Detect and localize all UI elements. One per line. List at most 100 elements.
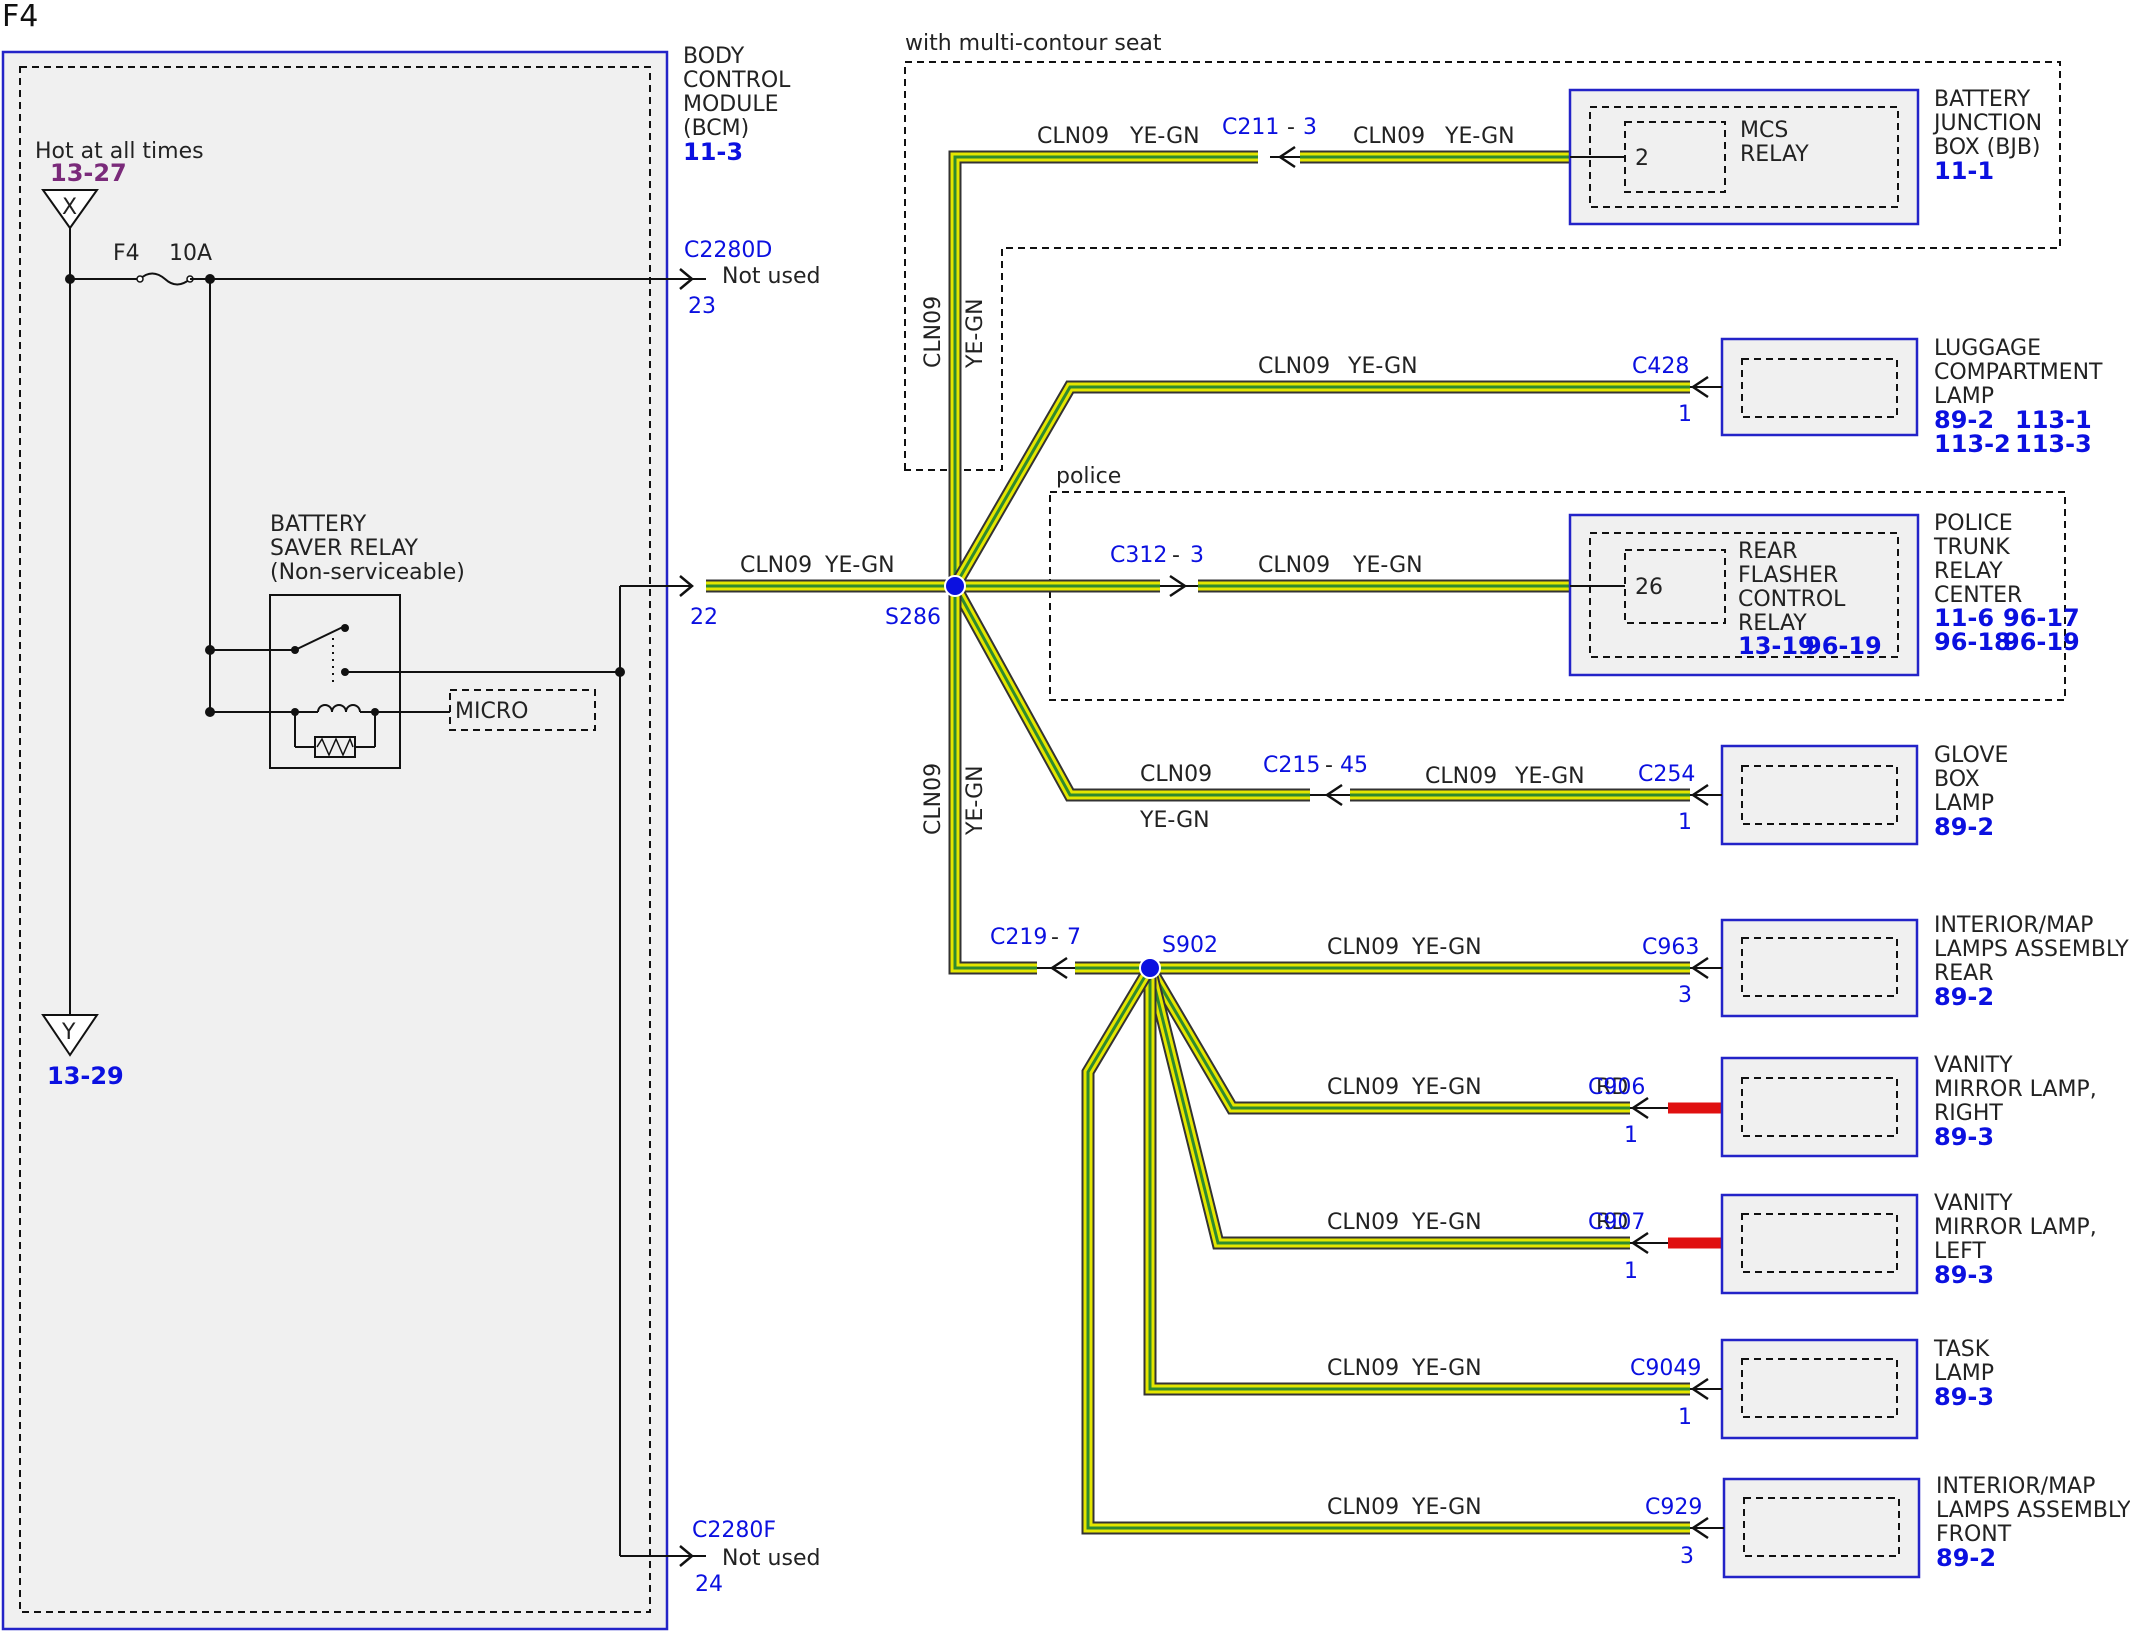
relay-switch-contact-top [341, 624, 349, 632]
vanity-right-ref[interactable]: 89-3 [1934, 1123, 1994, 1151]
micro-label: MICRO [455, 699, 528, 724]
inline-connector-c312[interactable]: C312 - 3 [1110, 543, 1204, 598]
wire-label-color-5: YE-GN [1352, 553, 1423, 578]
component-interior-map-rear[interactable]: C963 3 INTERIOR/MAP LAMPS ASSEMBLY, REAR… [1642, 913, 2130, 1018]
vanity-left-ref[interactable]: 89-3 [1934, 1261, 1994, 1289]
vertical-label-color-upper: YE-GN [963, 298, 988, 369]
y-ref-link[interactable]: 13-29 [47, 1062, 124, 1090]
component-luggage-lamp[interactable]: C428 1 LUGGAGE COMPARTMENT LAMP 89-2 113… [1632, 336, 2103, 458]
c2280f-connector[interactable]: C2280F [692, 1518, 776, 1543]
relay-switch-junction [205, 645, 215, 655]
bus-junction-dot [65, 274, 75, 284]
interior-rear-connector[interactable]: C963 [1642, 935, 1699, 960]
multi-contour-option-outline [904, 61, 2061, 471]
interior-front-pin: 3 [1680, 1544, 1694, 1569]
rear-flasher-line-2: FLASHER [1738, 563, 1838, 588]
wire-label-circuit-7: CLN09 [1425, 764, 1497, 789]
luggage-ref-2[interactable]: 113-1 [2015, 406, 2092, 434]
interior-front-connector[interactable]: C929 [1645, 1495, 1702, 1520]
task-ref[interactable]: 89-3 [1934, 1383, 1994, 1411]
luggage-ref-3[interactable]: 113-2 [1934, 430, 2011, 458]
hot-ref-link[interactable]: 13-27 [50, 159, 127, 187]
wire-label-circuit-8: CLN09 [1327, 935, 1399, 960]
wire-label-color-7: YE-GN [1514, 764, 1585, 789]
c312-dash: - [1172, 543, 1180, 568]
interior-rear-box [1720, 918, 1919, 1018]
bcm-name-line-3: MODULE [683, 92, 779, 117]
bjb-name-line-1: BATTERY [1934, 87, 2031, 112]
luggage-ref-1[interactable]: 89-2 [1934, 406, 1994, 434]
c312-connector[interactable]: C312 [1110, 543, 1167, 568]
interior-front-name-line-1: INTERIOR/MAP [1936, 1474, 2095, 1499]
vanity-right-inner-outline [1741, 1077, 1898, 1137]
component-glove-box-lamp[interactable]: C254 1 GLOVE BOX LAMP 89-2 [1638, 743, 2008, 846]
glovebox-pin: 1 [1678, 810, 1692, 835]
luggage-ref-4[interactable]: 113-3 [2015, 430, 2092, 458]
police-ref-2[interactable]: 96-17 [2003, 604, 2080, 632]
splice-s286-label: S286 [885, 605, 941, 630]
splice-s286[interactable] [944, 575, 966, 597]
component-task-lamp[interactable]: C9049 1 TASK LAMP 89-3 [1630, 1337, 1994, 1440]
glovebox-name-line-3: LAMP [1934, 791, 1994, 816]
glovebox-arrow-icon [1690, 783, 1709, 807]
page-label: F4 [2, 0, 38, 34]
c219-connector[interactable]: C219 [990, 925, 1047, 950]
rear-flasher-ref-2[interactable]: 96-19 [1805, 632, 1882, 660]
vanity-right-connector[interactable]: C906 [1588, 1075, 1645, 1100]
interior-front-ref[interactable]: 89-2 [1936, 1544, 1996, 1572]
vanity-left-box [1720, 1193, 1919, 1295]
bcm-inner-outline [19, 66, 651, 1613]
vanity-left-connector[interactable]: C907 [1588, 1210, 1645, 1235]
police-option-outline [1049, 491, 2066, 701]
component-bjb[interactable]: 2 MCS RELAY BATTERY JUNCTION BOX (BJB) 1… [1568, 87, 2042, 226]
bjb-ref-link[interactable]: 11-1 [1934, 157, 1994, 185]
relay-coil-icon [317, 704, 361, 713]
splice-s902[interactable] [1139, 957, 1161, 979]
task-connector[interactable]: C9049 [1630, 1356, 1701, 1381]
wire-label-color-4: YE-GN [824, 553, 895, 578]
micro-box [449, 689, 596, 731]
wire-label-circuit-6: CLN09 [1140, 762, 1212, 787]
component-interior-map-front[interactable]: C929 3 INTERIOR/MAP LAMPS ASSEMBLY, FRON… [1645, 1474, 2130, 1579]
wire-label-color-8: YE-GN [1411, 935, 1482, 960]
wire-label-color-6: YE-GN [1139, 808, 1210, 833]
c2280f-status: Not used [722, 1546, 820, 1571]
luggage-name-line-1: LUGGAGE [1934, 336, 2041, 361]
luggage-connector[interactable]: C428 [1632, 354, 1689, 379]
mcs-relay-pin: 2 [1635, 146, 1649, 171]
bcm-ref-link[interactable]: 11-3 [683, 138, 743, 166]
bjb-name-line-2: JUNCTION [1932, 111, 2042, 136]
hot-at-all-times-label: Hot at all times [35, 139, 204, 164]
glovebox-ref[interactable]: 89-2 [1934, 813, 1994, 841]
inline-connector-c215[interactable]: C215 - 45 [1263, 753, 1368, 807]
inline-connector-c211[interactable]: C211 - 3 [1222, 115, 1317, 169]
glovebox-box [1720, 744, 1919, 846]
c211-pin: 3 [1303, 115, 1317, 140]
c215-pin: 45 [1340, 753, 1368, 778]
c211-connector[interactable]: C211 [1222, 115, 1279, 140]
police-ref-3[interactable]: 96-18 [1934, 628, 2011, 656]
c312-pin: 3 [1190, 543, 1204, 568]
relay-name-line-3: (Non-serviceable) [270, 560, 465, 585]
relay-name-line-2: SAVER RELAY [270, 536, 419, 561]
police-ref-1[interactable]: 11-6 [1934, 604, 1994, 632]
wire-label-color-10: YE-GN [1411, 1210, 1482, 1235]
rear-flasher-ref-1[interactable]: 13-19 [1738, 632, 1815, 660]
glovebox-connector[interactable]: C254 [1638, 762, 1695, 787]
c2280d-connector[interactable]: C2280D [684, 238, 772, 263]
c2280d-status: Not used [722, 264, 820, 289]
luggage-pin: 1 [1678, 402, 1692, 427]
c215-connector[interactable]: C215 [1263, 753, 1320, 778]
police-ref-4[interactable]: 96-19 [2003, 628, 2080, 656]
vanity-right-arrow-icon [1630, 1096, 1649, 1120]
interior-rear-name-line-1: INTERIOR/MAP [1934, 913, 2093, 938]
component-vanity-mirror-right[interactable]: C906 1 VANITY MIRROR LAMP, RIGHT 89-3 [1588, 1053, 2097, 1158]
component-vanity-mirror-left[interactable]: C907 1 VANITY MIRROR LAMP, LEFT 89-3 [1588, 1191, 2097, 1295]
mcs-relay-line-2: RELAY [1740, 142, 1809, 167]
fuse-f4-symbol [139, 272, 191, 286]
interior-rear-ref[interactable]: 89-2 [1934, 983, 1994, 1011]
component-police-trunk-relay-center[interactable]: 26 REAR FLASHER CONTROL RELAY 13-19 96-1… [1568, 511, 2080, 677]
bjb-name-line-3: BOX (BJB) [1934, 135, 2041, 160]
inline-connector-c219[interactable]: C219 - 7 [990, 925, 1081, 980]
wire-label-color-11: YE-GN [1411, 1356, 1482, 1381]
